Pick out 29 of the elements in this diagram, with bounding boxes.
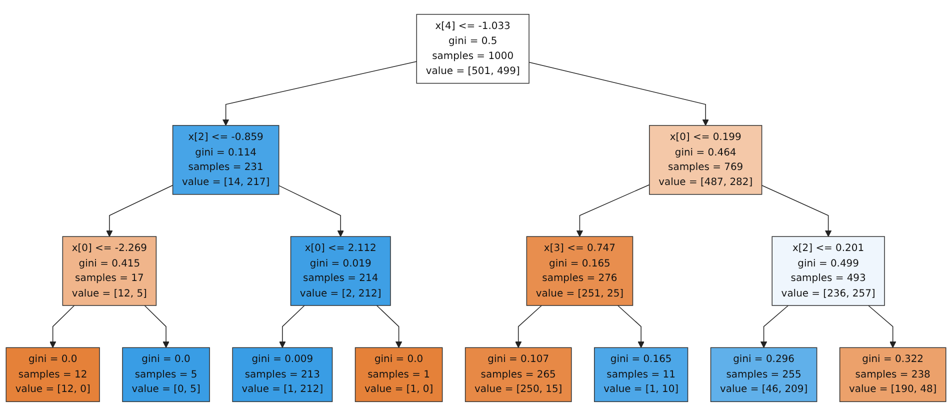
node-box: gini = 0.296 samples = 255 value = [46, 209] bbox=[710, 347, 818, 402]
node-box: x[2] <= 0.201 gini = 0.499 samples = 493 value = [236, 257] bbox=[772, 236, 885, 306]
arrow bbox=[760, 305, 789, 348]
node-box: x[2] <= -0.859 gini = 0.114 samples = 231 value = [14, 217] bbox=[172, 125, 280, 195]
arrow bbox=[376, 305, 402, 348]
arrow bbox=[514, 305, 542, 348]
arrow bbox=[106, 184, 174, 237]
node-box: x[0] <= -2.269 gini = 0.415 samples = 17 value = [12, 5] bbox=[62, 236, 157, 306]
arrow bbox=[222, 61, 418, 126]
arrow bbox=[868, 305, 896, 348]
node-box: x[0] <= 2.112 gini = 0.019 samples = 214 value = [2, 212] bbox=[290, 236, 391, 306]
arrow bbox=[617, 305, 644, 348]
arrow bbox=[49, 305, 75, 348]
arrow bbox=[144, 305, 170, 348]
node-box: gini = 0.0 samples = 1 value = [1, 0] bbox=[354, 347, 443, 402]
arrow bbox=[279, 305, 305, 348]
node-box: gini = 0.165 samples = 11 value = [1, 10] bbox=[594, 347, 688, 402]
arrow bbox=[528, 62, 709, 126]
node-box: x[0] <= 0.199 gini = 0.464 samples = 769 value = [487, 282] bbox=[649, 125, 762, 195]
arrow bbox=[761, 184, 832, 237]
node-box: gini = 0.322 samples = 238 value = [190, 48] bbox=[839, 347, 946, 402]
node-box: gini = 0.0 samples = 5 value = [0, 5] bbox=[122, 347, 210, 402]
node-box: gini = 0.0 samples = 12 value = [12, 0] bbox=[6, 347, 100, 402]
arrow bbox=[278, 185, 344, 237]
node-box: gini = 0.009 samples = 213 value = [1, 212] bbox=[232, 347, 333, 402]
node-box: x[4] <= -1.033 gini = 0.5 samples = 1000 value = [501, 499] bbox=[416, 14, 530, 84]
arrow bbox=[576, 184, 650, 237]
node-box: x[3] <= 0.747 gini = 0.165 samples = 276 value = [251, 25] bbox=[526, 236, 634, 306]
node-box: gini = 0.107 samples = 265 value = [250, 15] bbox=[464, 347, 572, 402]
